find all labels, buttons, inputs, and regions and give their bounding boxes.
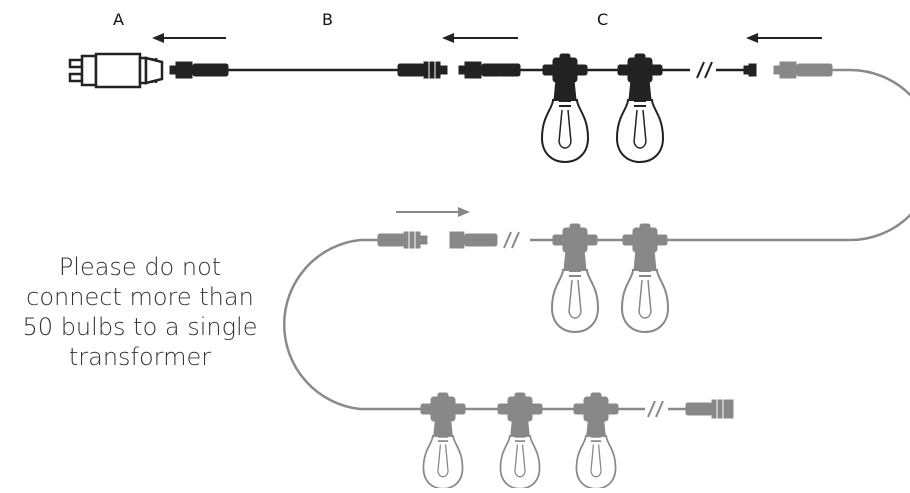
note-line-3: 50 bulbs to a single — [22, 313, 258, 341]
cable-loop-left — [283, 238, 645, 411]
bulb-6 — [499, 409, 541, 490]
bulb-1 — [541, 69, 589, 163]
break-mark-3 — [647, 400, 664, 418]
end-cap — [685, 399, 734, 419]
row2-left-connector — [377, 231, 428, 249]
string-c-input — [458, 61, 521, 79]
row2-cap — [449, 231, 498, 249]
label-b: B — [322, 10, 333, 29]
note-line-1: Please do not — [58, 253, 222, 281]
bulb-2 — [616, 69, 664, 163]
transformer-plug — [68, 52, 164, 89]
label-a: A — [113, 10, 124, 29]
arrow-a — [152, 33, 226, 43]
bulb-5 — [422, 409, 464, 490]
arrow-c — [746, 33, 822, 43]
plug-a-socket — [169, 61, 229, 79]
note-line-2: connect more than — [26, 283, 254, 311]
bulb-3 — [551, 239, 599, 333]
grey-input-connector — [773, 61, 833, 79]
label-c: C — [597, 10, 609, 29]
break-mark-2 — [503, 231, 520, 249]
bulb-limit-note: Please do not connect more than 50 bulbs… — [0, 252, 280, 372]
note-line-4: transformer — [68, 343, 212, 371]
cable-loop-right — [690, 68, 910, 242]
cable-b-end — [397, 61, 448, 79]
arrow-row2 — [396, 207, 470, 217]
string-c-output — [743, 63, 757, 77]
bulb-4 — [621, 239, 669, 333]
bulb-7 — [575, 409, 617, 490]
break-mark-1 — [696, 61, 713, 79]
arrow-b — [442, 33, 518, 43]
